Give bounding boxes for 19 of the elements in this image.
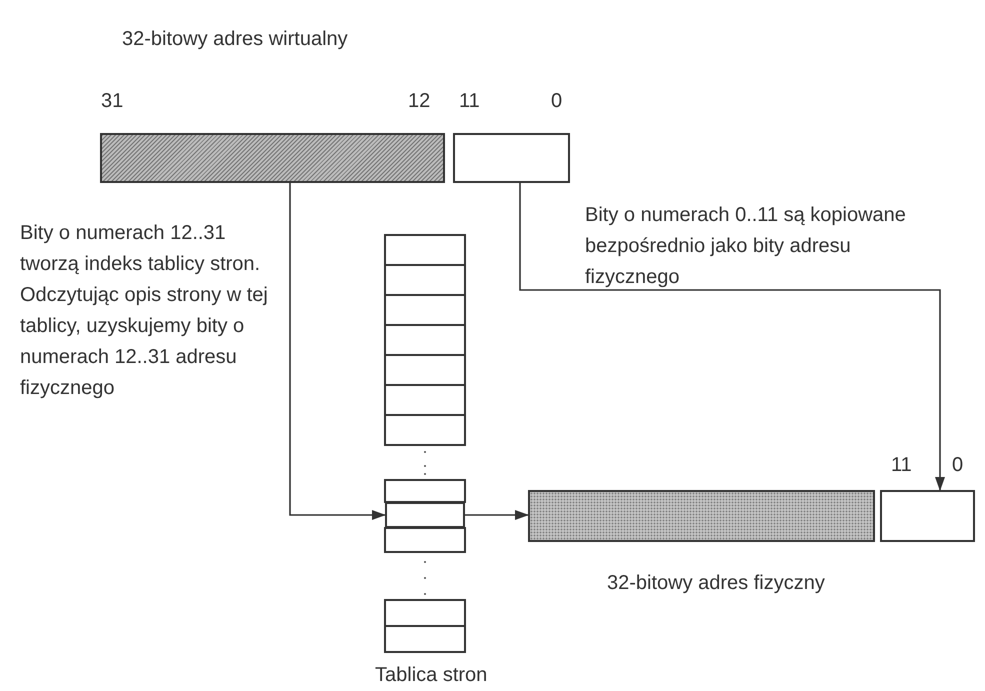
address-bits-field xyxy=(528,490,875,542)
description-text: Bity o numerach 0..11 są kopiowane bezpośrednio jako bity adresu fizycznego xyxy=(585,203,907,290)
arrow xyxy=(289,183,386,520)
caption: 32-bitowy adres fizyczny xyxy=(607,571,825,596)
bit-number: 11 xyxy=(891,453,912,478)
bit-number: 11 xyxy=(459,89,480,114)
caption: 32-bitowy adres wirtualny xyxy=(122,27,348,52)
bit-number: 31 xyxy=(101,89,124,114)
address-offset-field xyxy=(880,490,975,542)
caption: Tablica stron xyxy=(375,663,488,688)
bit-number: 12 xyxy=(408,89,430,114)
bit-number: 0 xyxy=(952,453,964,478)
address-offset-field xyxy=(453,133,570,183)
arrow xyxy=(519,183,945,491)
bit-number: 0 xyxy=(551,89,562,114)
page-table-entry xyxy=(385,502,465,528)
arrow xyxy=(465,510,529,520)
description-text: Bity o numerach 12..31 tworzą indeks tablicy stron. Odczytując opis strony w tej tablicy, uzyskujemy bity o numerach 12..31 adresu fizycznego xyxy=(20,221,269,401)
address-bits-field xyxy=(100,133,445,183)
